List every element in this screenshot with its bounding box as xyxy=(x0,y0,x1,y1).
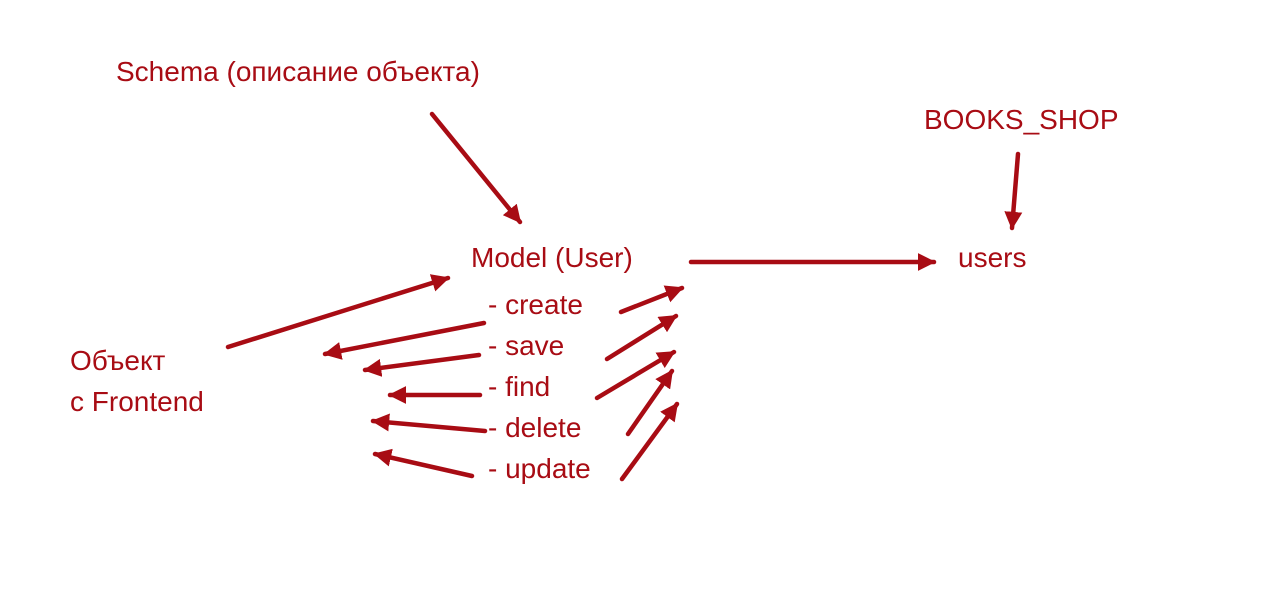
arrow-save-in xyxy=(604,313,679,362)
arrow-save-out xyxy=(362,352,482,377)
arrow-books-shop-to-users xyxy=(1004,151,1023,231)
method-find: - find xyxy=(488,371,551,402)
arrow-delete-in xyxy=(625,368,675,437)
arrow-group xyxy=(225,111,1023,482)
users-label: users xyxy=(958,242,1027,273)
arrow-create-out xyxy=(322,320,487,360)
arrow-schema-to-model xyxy=(429,111,523,225)
frontend-object-label-line1: Объект xyxy=(70,345,166,376)
schema-label: Schema (описание объекта) xyxy=(116,56,480,87)
method-delete: - delete xyxy=(488,412,582,443)
books-shop-label: BOOKS_SHOP xyxy=(924,104,1119,135)
method-create: - create xyxy=(488,289,583,320)
arrow-frontend-to-model xyxy=(225,274,451,350)
model-label: Model (User) xyxy=(471,242,633,273)
arrow-create-in xyxy=(618,285,685,315)
arrow-update-out xyxy=(372,448,475,479)
method-save: - save xyxy=(488,330,565,361)
frontend-object-label-line2: с Frontend xyxy=(70,386,204,417)
arrow-delete-out xyxy=(370,413,488,434)
method-update: - update xyxy=(488,453,591,484)
arrow-update-in xyxy=(619,401,680,482)
arrow-find-in xyxy=(594,349,677,401)
